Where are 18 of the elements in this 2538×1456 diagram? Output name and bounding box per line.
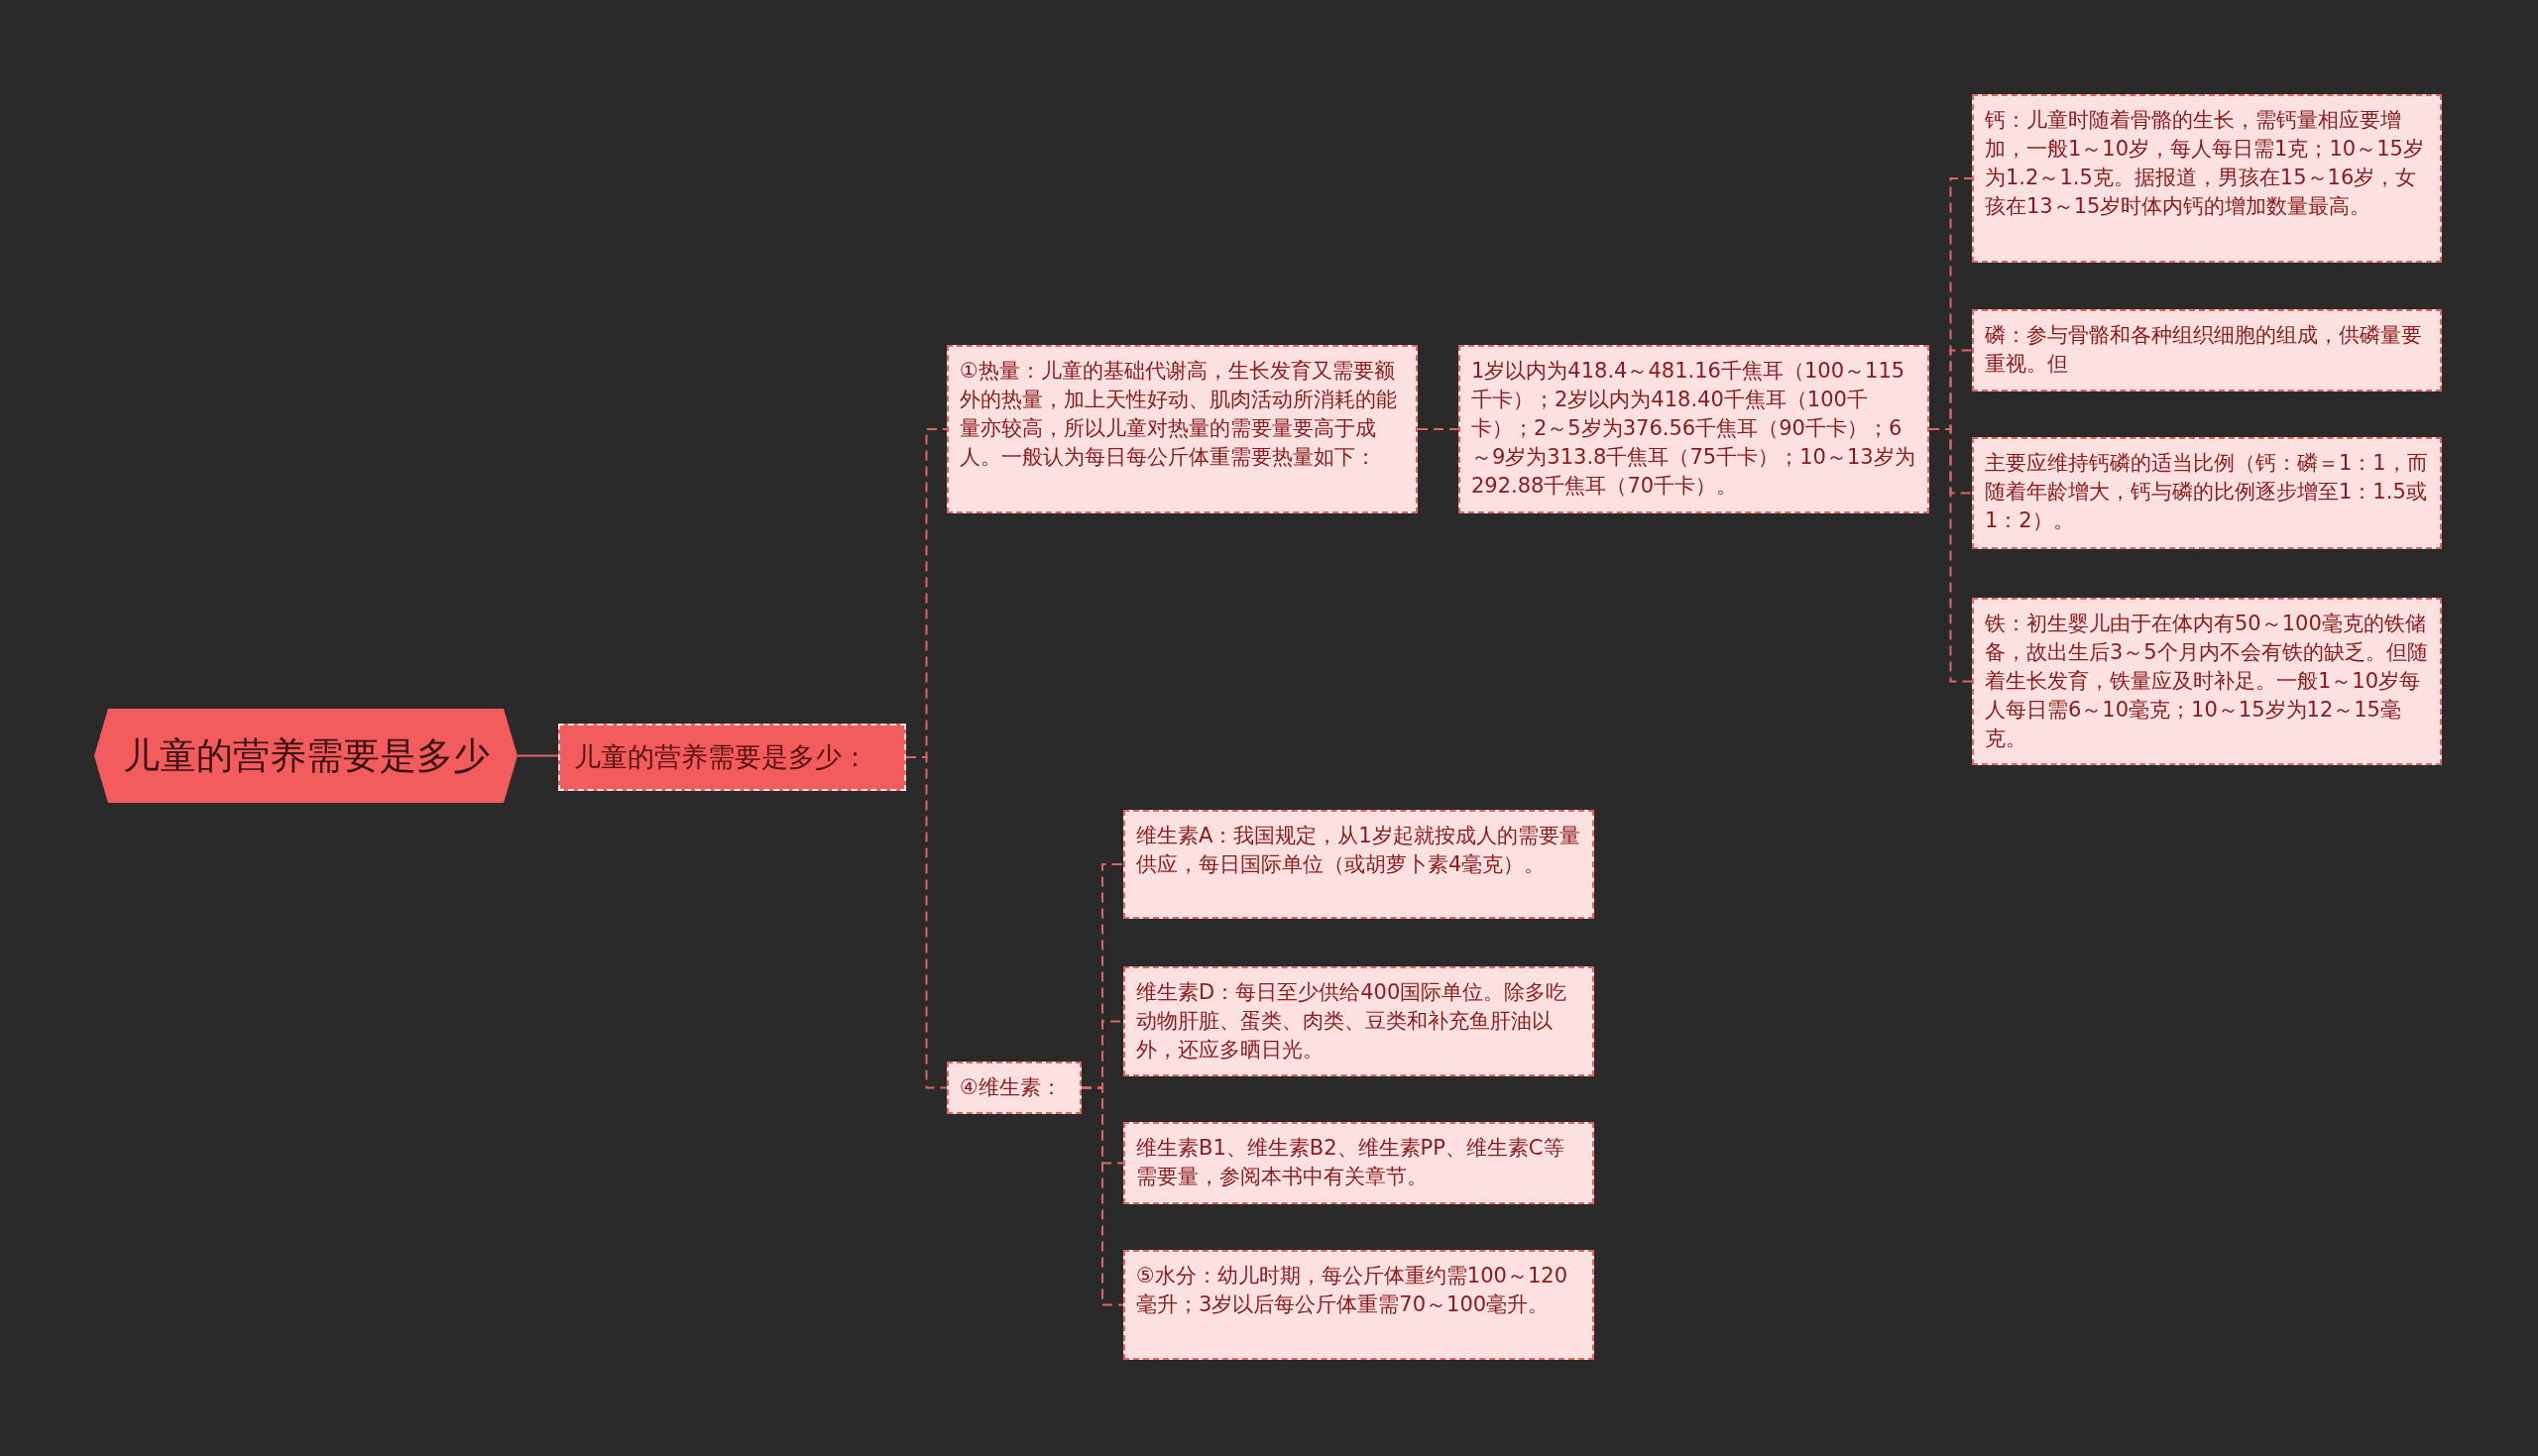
root-topic-hexagon: 儿童的营养需要是多少 [94, 709, 518, 803]
text-card: ①热量：儿童的基础代谢高，生长发育又需要额外的热量，加上天性好动、肌肉活动所消耗的能量亦较高，所以儿童对热量的需要量要高于成人。一般认为每日每公斤体重需要热量如下： [947, 345, 1418, 513]
text-card: 铁：初生婴儿由于在体内有50～100毫克的铁储备，故出生后3～5个月内不会有铁的缺乏。但随着生长发育，铁量应及时补足。一般1～10岁每人每日需6～10毫克；10～15岁为12～15毫克。 [1972, 598, 2442, 765]
text-card: 维生素B1、维生素B2、维生素PP、维生素C等需要量，参阅本书中有关章节。 [1123, 1122, 1594, 1204]
text-card: 钙：儿童时随着骨骼的生长，需钙量相应要增加，一般1～10岁，每人每日需1克；10～15岁为1.2～1.5克。据报道，男孩在15～16岁，女孩在13～15岁时体内钙的增加数量最高。 [1972, 94, 2442, 263]
text-card: 主要应维持钙磷的适当比例（钙：磷＝1：1，而随着年龄增大，钙与磷的比例逐步增至1：1.5或1：2）。 [1972, 437, 2442, 549]
connector-line [517, 754, 559, 757]
connector-line [905, 756, 948, 1089]
connector-line [1928, 428, 1973, 683]
text-card: 维生素D：每日至少供给400国际单位。除多吃动物肝脏、蛋类、肉类、豆类和补充鱼肝油以外，还应多晒日光。 [1123, 966, 1594, 1076]
text-card: 维生素A：我国规定，从1岁起就按成人的需要量供应，每日国际单位（或胡萝卜素4毫克）。 [1123, 810, 1594, 919]
text-card: ④维生素： [947, 1062, 1082, 1114]
connector-line [1417, 428, 1459, 430]
text-card: 1岁以内为418.4～481.16千焦耳（100～115千卡）；2岁以内为418.40千焦耳（100千卡）；2～5岁为376.56千焦耳（90千卡）；6～9岁为313.8千焦耳（75千卡）；10～13岁为292.88千焦耳（70千卡）。 [1458, 345, 1929, 513]
text-card: ⑤水分：幼儿时期，每公斤体重约需100～120毫升；3岁以后每公斤体重需70～100毫升。 [1123, 1250, 1594, 1360]
topic-box: 儿童的营养需要是多少： [558, 724, 906, 791]
text-card: 磷：参与骨骼和各种组织细胞的组成，供磷量要重视。但 [1972, 309, 2442, 392]
connector-line [1081, 1086, 1124, 1306]
